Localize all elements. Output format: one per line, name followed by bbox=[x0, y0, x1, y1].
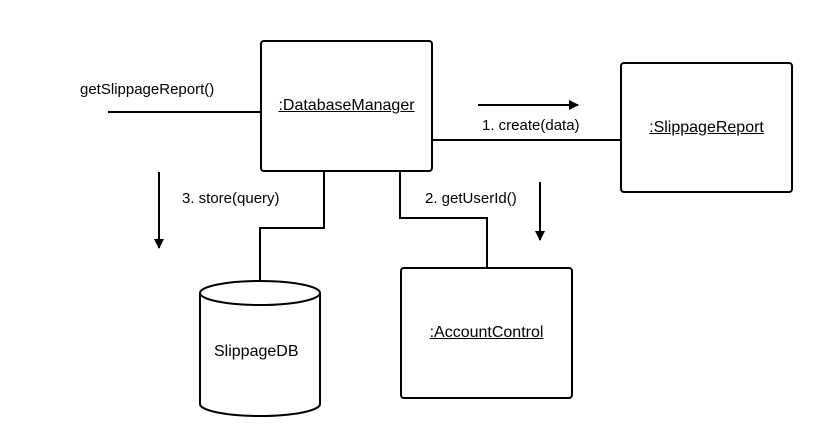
account-control-label: :AccountControl bbox=[429, 324, 544, 341]
entry-message-label: getSlippageReport() bbox=[80, 81, 215, 98]
slippage-report-object: :SlippageReport bbox=[620, 62, 793, 193]
link-dbmanager-accountcontrol bbox=[399, 171, 488, 268]
store-message-label: 3. store(query) bbox=[182, 190, 280, 207]
get-user-id-message-label: 2. getUserId() bbox=[425, 190, 517, 207]
create-message-label: 1. create(data) bbox=[482, 117, 580, 134]
database-manager-object: :DatabaseManager bbox=[260, 40, 433, 172]
database-manager-label: :DatabaseManager bbox=[278, 97, 415, 114]
link-dbmanager-slippagedb bbox=[259, 171, 325, 280]
slippage-report-label: :SlippageReport bbox=[649, 118, 764, 136]
slippage-db-label: SlippageDB bbox=[214, 343, 299, 360]
slippage-db-cylinder bbox=[199, 280, 321, 417]
account-control-object: :AccountControl bbox=[400, 267, 573, 399]
